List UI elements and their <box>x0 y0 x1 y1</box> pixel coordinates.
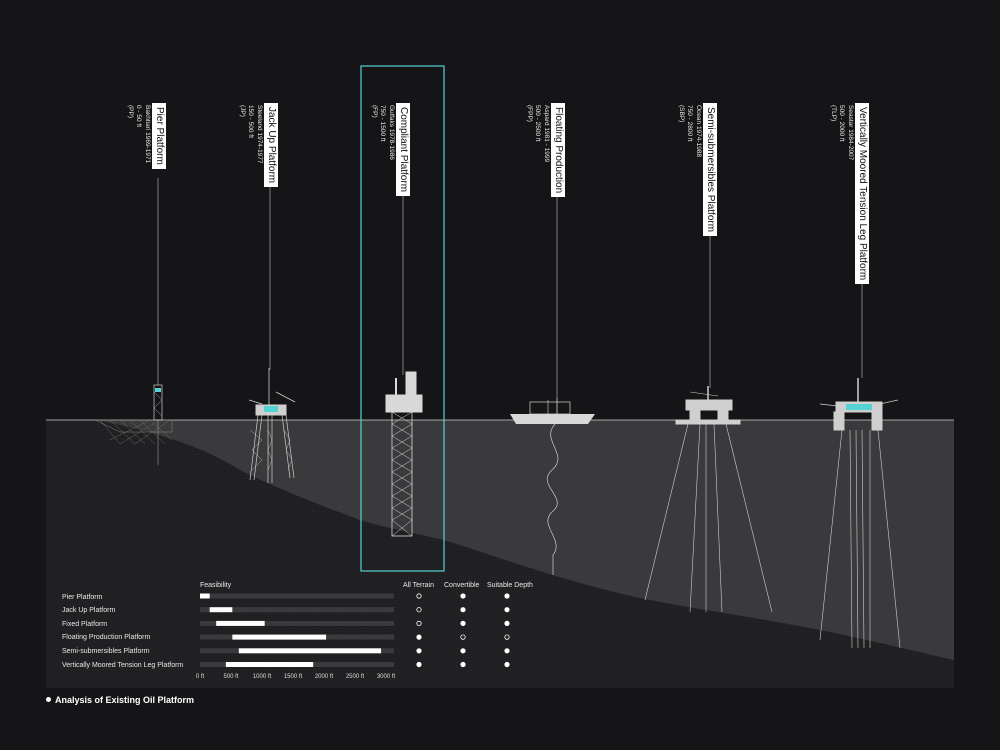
platform-depth: 500 - 2000 ft <box>838 105 846 142</box>
x-tick: 0 ft <box>195 674 205 680</box>
feasibility-bar <box>225 662 314 667</box>
x-tick: 1500 ft <box>283 674 303 680</box>
platform-depth: 750 - 2800 ft <box>686 105 694 142</box>
platform-code: (PP) <box>127 105 134 118</box>
x-tick: 500 ft <box>223 674 239 680</box>
filled-marker <box>460 593 466 599</box>
x-tick: 1000 ft <box>252 674 272 680</box>
feasibility-bar <box>232 634 327 640</box>
pier-platform-icon <box>94 384 173 465</box>
feasibility-bar <box>216 620 265 626</box>
semi-submersible-icon <box>644 386 773 613</box>
label-semi-submersibles-platform: Semi-submersibles Platform Ocean 1974-19… <box>678 103 722 237</box>
compliant-platform-icon <box>385 371 423 537</box>
tension-leg-platform-icon <box>819 378 901 649</box>
figure-caption: Analysis of Existing Oil Platform <box>46 695 194 705</box>
hollow-marker <box>416 593 422 599</box>
feasibility-chart <box>200 593 510 668</box>
x-tick: 2500 ft <box>345 674 365 680</box>
filled-marker <box>504 648 510 654</box>
hollow-marker <box>416 620 422 627</box>
bar-track <box>200 593 394 599</box>
filled-marker <box>416 648 422 654</box>
platform-name: Pier Platform <box>152 103 166 169</box>
feasibility-bar <box>200 593 210 599</box>
label-tension-leg-platform: Vertically Moored Tension Leg Platform S… <box>830 103 874 285</box>
filled-marker <box>504 607 510 613</box>
filled-marker <box>504 593 510 599</box>
filled-marker <box>504 620 510 627</box>
highlight-frame <box>360 65 445 572</box>
column-convertible: Convertible <box>444 582 480 589</box>
hollow-marker <box>416 607 422 613</box>
platform-operator: Steeland 1974-1977 <box>256 105 263 164</box>
feasibility-bar <box>238 648 382 654</box>
platform-name: Compliant Platform <box>396 103 410 197</box>
platform-operator: Bakhtiari 1969-1971 <box>144 105 151 164</box>
platform-name: Semi-submersibles Platform <box>703 103 717 237</box>
row-label: Semi-submersibles Platform <box>62 648 150 655</box>
row-label: Fixed Platform <box>62 621 108 628</box>
platform-operator: Aspard 1981 - 1999 <box>543 105 550 163</box>
label-jack-up-platform: Jack Up Platform Steeland 1974-1977 150 … <box>239 103 283 188</box>
leader-lines <box>157 178 863 398</box>
bar-track <box>200 607 394 613</box>
platform-depth: 150 - 500 ft <box>247 105 255 138</box>
platform-operator: Gulfaks 1978-1986 <box>388 105 395 160</box>
caption-text: Analysis of Existing Oil Platform <box>55 695 195 705</box>
platform-code: (SBP) <box>678 105 685 123</box>
filled-marker <box>416 661 422 668</box>
bullet-icon <box>46 697 51 702</box>
hollow-marker <box>504 634 510 640</box>
floating-production-icon <box>510 398 595 575</box>
platform-code: (TLP) <box>830 105 837 122</box>
platform-name: Jack Up Platform <box>264 103 278 188</box>
filled-marker <box>460 648 466 654</box>
platform-code: (FP) <box>371 105 378 118</box>
filled-marker <box>504 661 510 668</box>
platform-depth: 0 - 50 ft <box>135 105 143 128</box>
bar-track <box>200 620 394 626</box>
row-label: Jack Up Platform <box>62 607 116 614</box>
filled-marker <box>416 634 422 640</box>
filled-marker <box>460 607 466 613</box>
platform-operator: Ocean 1974-1988 <box>695 105 702 158</box>
platform-code: (JP) <box>239 105 246 117</box>
platform-depth: 750 - 1500 ft <box>379 105 387 142</box>
chart-title: Feasibility <box>200 582 232 589</box>
row-label: Vertically Moored Tension Leg Platform <box>62 662 184 669</box>
jack-up-platform-icon <box>248 368 296 483</box>
hollow-marker <box>460 634 466 640</box>
column-all-terrain: All Terrain <box>403 582 434 589</box>
row-label: Floating Production Platform <box>62 634 151 641</box>
platform-depth: 500 - 2500 ft <box>534 105 542 142</box>
column-suitable-depth: Suitable Depth <box>487 582 533 589</box>
label-floating-production: Floating Production Aspard 1981 - 1999 5… <box>526 103 570 198</box>
platform-name: Floating Production <box>551 103 565 198</box>
filled-marker <box>460 620 466 627</box>
row-label: Pier Platform <box>62 594 103 601</box>
platform-code: (FPP) <box>526 105 533 122</box>
x-tick: 2000 ft <box>314 674 334 680</box>
feasibility-bar <box>209 607 233 613</box>
platform-name: Vertically Moored Tension Leg Platform <box>855 103 869 285</box>
filled-marker <box>460 661 466 668</box>
label-compliant-platform: Compliant Platform Gulfaks 1978-1986 750… <box>371 103 415 197</box>
platform-operator: Seastar 1984-2007 <box>847 105 854 161</box>
label-pier-platform: Pier Platform Bakhtiari 1969-1971 0 - 50… <box>127 103 171 169</box>
x-tick: 3000 ft <box>376 674 396 680</box>
